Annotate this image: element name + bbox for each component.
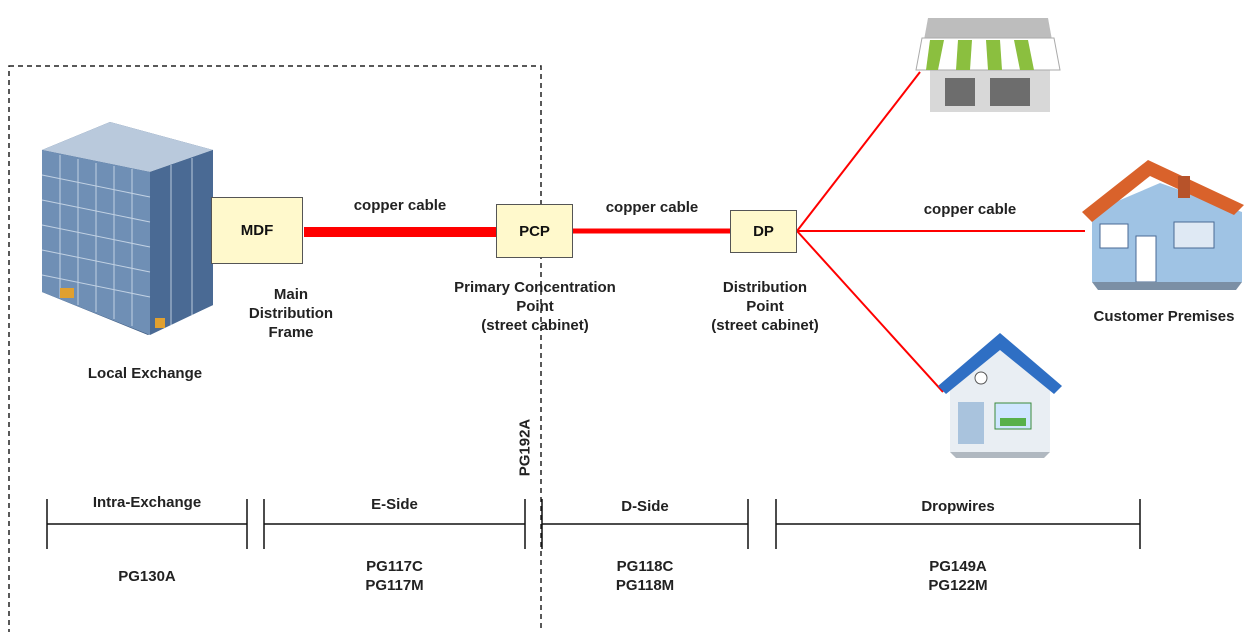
segment-e-side-name: E-Side: [264, 495, 525, 514]
local-exchange-label: Local Exchange: [60, 364, 230, 383]
segment-dropwires-name: Dropwires: [776, 497, 1140, 516]
boundary-label: PG192A: [516, 403, 535, 493]
house-icon: [1082, 160, 1244, 290]
customer-premises-label: Customer Premises: [1076, 307, 1252, 326]
shop-icon: [916, 18, 1060, 112]
mdf-box: MDF: [211, 197, 303, 264]
segment-d-side-codes: PG118C PG118M: [542, 557, 748, 595]
e-side-cable-label: copper cable: [330, 196, 470, 215]
pcp-box: PCP: [496, 204, 573, 258]
dp-description: Distribution Point (street cabinet): [690, 278, 840, 335]
dp-box: DP: [730, 210, 797, 253]
segment-e-side-codes: PG117C PG117M: [264, 557, 525, 595]
d-side-cable-label: copper cable: [582, 198, 722, 217]
pcp-description: Primary Concentration Point (street cabi…: [430, 278, 640, 335]
mdf-description: Main Distribution Frame: [236, 285, 346, 342]
segment-intra-exchange-name: Intra-Exchange: [47, 493, 247, 512]
home-icon: [938, 333, 1062, 458]
office-building-icon: [42, 122, 213, 335]
segment-dropwires-codes: PG149A PG122M: [776, 557, 1140, 595]
segment-d-side-name: D-Side: [542, 497, 748, 516]
segment-intra-exchange-codes: PG130A: [47, 567, 247, 586]
dropwire-cable-label: copper cable: [900, 200, 1040, 219]
